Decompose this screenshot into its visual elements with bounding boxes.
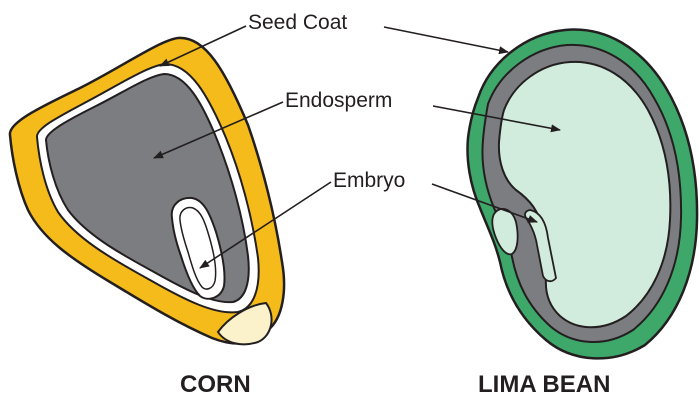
corn-kernel — [10, 38, 284, 344]
corn-caption: CORN — [180, 373, 251, 397]
lima-bean-caption: LIMA BEAN — [478, 373, 610, 397]
seed-coat-label: Seed Coat — [248, 12, 347, 33]
seed-coat-arrow-bean — [384, 27, 508, 52]
lima-bean-seed — [468, 30, 698, 359]
embryo-label: Embryo — [333, 170, 405, 191]
endosperm-label: Endosperm — [285, 90, 392, 111]
